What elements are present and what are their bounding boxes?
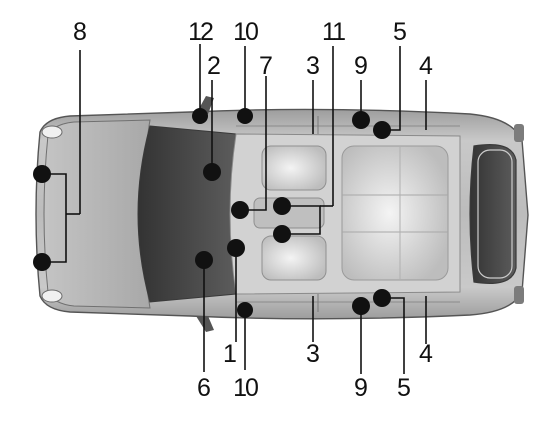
front-seat-lower	[261, 235, 327, 281]
label-8: 8	[73, 18, 87, 46]
label-12: 12	[188, 18, 213, 46]
marker-6	[195, 251, 213, 269]
rear-window-frame	[477, 149, 513, 279]
marker-5-top	[373, 121, 391, 139]
marker-9-bottom	[352, 297, 370, 315]
callout-labels: 8 12 10 2 7 3 11 9 5 4 1 10 6 3 9 5 4	[73, 18, 433, 402]
label-6: 6	[197, 374, 211, 402]
headlight-upper	[41, 125, 63, 139]
rear-window	[469, 144, 517, 284]
label-11: 11	[322, 18, 345, 46]
label-7: 7	[259, 52, 273, 80]
marker-10-bottom	[237, 302, 253, 318]
label-10-bottom: 10	[233, 374, 258, 402]
marker-8-upper	[33, 165, 51, 183]
hood	[43, 119, 151, 309]
marker-12	[192, 108, 208, 124]
label-10-top: 10	[233, 18, 258, 46]
label-4-bottom: 4	[419, 340, 433, 368]
marker-9-top	[352, 111, 370, 129]
marker-11-lower	[273, 225, 291, 243]
marker-5-bottom	[373, 289, 391, 307]
front-seat-upper	[261, 145, 327, 191]
label-9-bottom: 9	[354, 374, 368, 402]
label-2: 2	[207, 52, 221, 80]
marker-8-lower	[33, 253, 51, 271]
label-9-top: 9	[354, 52, 368, 80]
marker-10-top	[237, 108, 253, 124]
label-5-bottom: 5	[397, 374, 411, 402]
label-1: 1	[223, 340, 237, 368]
label-3-top: 3	[306, 52, 320, 80]
label-3-bottom: 3	[306, 340, 320, 368]
label-5-top: 5	[393, 18, 407, 46]
label-4-top: 4	[419, 52, 433, 80]
windshield	[137, 125, 237, 303]
mirror-lower	[196, 316, 214, 332]
location-markers	[33, 108, 391, 318]
marker-11-upper	[273, 197, 291, 215]
headlight-lower	[41, 289, 63, 303]
marker-7	[231, 201, 249, 219]
rear-seat-bench	[341, 145, 449, 281]
marker-2	[203, 163, 221, 181]
marker-1	[227, 239, 245, 257]
